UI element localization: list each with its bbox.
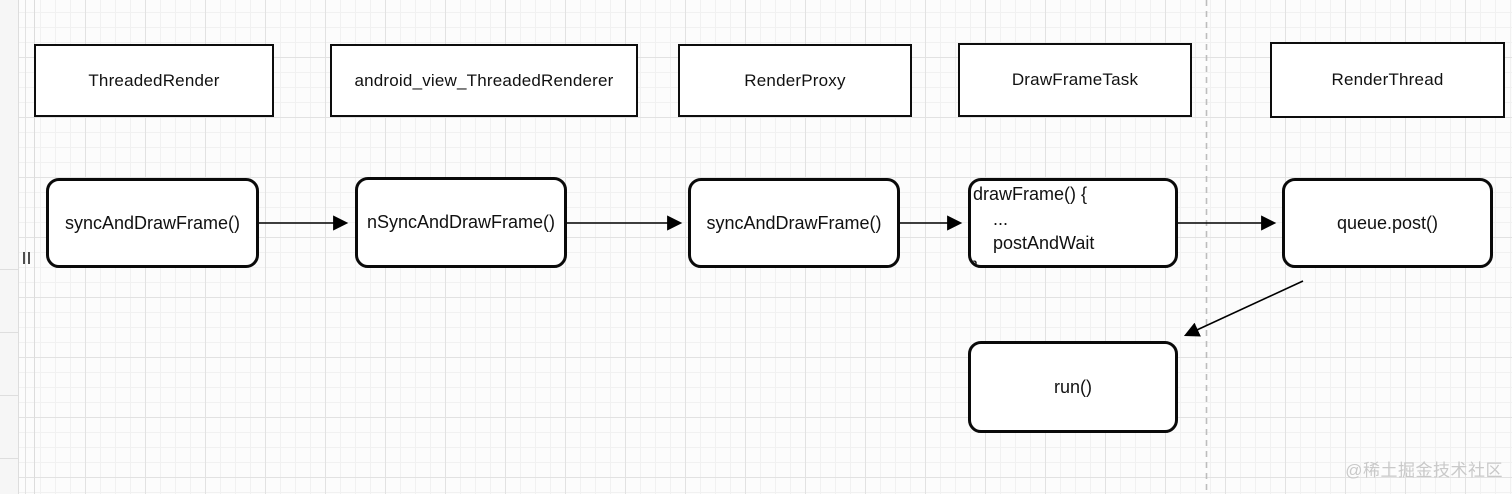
collapsed-panel-strip [0, 0, 19, 494]
node-label: queue.post() [1336, 212, 1439, 233]
watermark-text: @稀土掘金技术社区 [1345, 461, 1503, 480]
class-box-renderthread[interactable]: RenderThread [1270, 42, 1505, 118]
node-label: run() [1053, 376, 1092, 397]
class-box-label: DrawFrameTask [1011, 70, 1139, 89]
panel-ruler-lines [0, 255, 18, 494]
node-drawframe-body[interactable]: drawFrame() { ... postAndWait } [968, 178, 1178, 268]
node-queuepost[interactable]: queue.post() [1282, 178, 1493, 268]
class-box-drawframetask[interactable]: DrawFrameTask [958, 43, 1192, 117]
panel-drag-handle-icon[interactable] [23, 252, 30, 264]
class-box-label: android_view_ThreadedRenderer [354, 70, 614, 90]
class-box-threadedrender[interactable]: ThreadedRender [34, 44, 274, 117]
node-run[interactable]: run() [968, 341, 1178, 433]
code-line: ... [993, 208, 1009, 229]
code-line: drawFrame() { [973, 184, 1088, 204]
code-line: } [973, 257, 980, 268]
class-box-label: RenderThread [1331, 70, 1444, 89]
node-label: syncAndDrawFrame() [64, 212, 241, 233]
class-box-label: ThreadedRender [88, 70, 220, 90]
class-box-android-view-threadedrenderer[interactable]: android_view_ThreadedRenderer [330, 44, 638, 117]
code-line: postAndWait [993, 233, 1095, 253]
arrow-queuepost-to-run[interactable] [1183, 280, 1304, 337]
node-label: syncAndDrawFrame() [706, 212, 882, 233]
node-label: nSyncAndDrawFrame() [366, 212, 556, 232]
page-left-edge [34, 0, 35, 494]
node-syncanddrawframe-1[interactable]: syncAndDrawFrame() [46, 178, 259, 268]
node-syncanddrawframe-2[interactable]: syncAndDrawFrame() [688, 178, 900, 268]
class-box-renderproxy[interactable]: RenderProxy [678, 44, 912, 117]
node-nsyncanddrawframe[interactable]: nSyncAndDrawFrame() [355, 177, 567, 268]
class-box-label: RenderProxy [744, 70, 846, 90]
